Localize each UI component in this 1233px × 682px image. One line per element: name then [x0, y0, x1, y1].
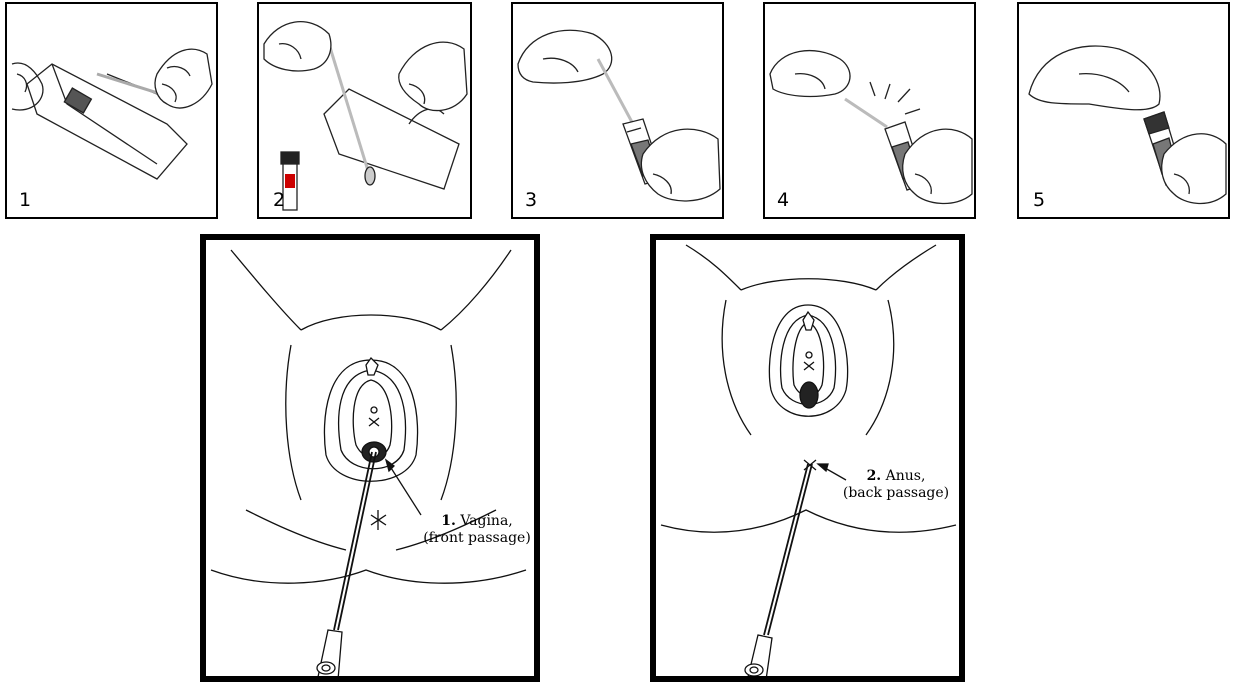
callout-label: Vagina, — [460, 513, 512, 529]
callout-sub: (front passage) — [423, 530, 531, 546]
step-number: 1 — [19, 189, 31, 211]
anus-callout: 2. Anus, (back passage) — [836, 468, 956, 502]
step-5-illustration — [1019, 4, 1228, 217]
step-number: 5 — [1033, 189, 1045, 211]
anus-swab-diagram: 2. Anus, (back passage) — [650, 234, 965, 682]
step-1-illustration — [7, 4, 216, 217]
step-3-panel: 3 — [511, 2, 724, 219]
step-number: 4 — [777, 189, 789, 211]
step-4-panel: 4 — [763, 2, 976, 219]
step-2-illustration — [259, 4, 470, 217]
step-5-panel: 5 — [1017, 2, 1230, 219]
step-2-panel: 2 — [257, 2, 472, 219]
vagina-callout: 1. Vagina, (front passage) — [418, 513, 536, 547]
callout-label: Anus, — [886, 468, 926, 484]
step-3-illustration — [513, 4, 722, 217]
callout-number: 1. — [441, 513, 456, 529]
step-number: 2 — [273, 189, 285, 211]
step-1-panel: 1 — [5, 2, 218, 219]
vagina-swab-illustration — [206, 240, 534, 676]
anus-swab-illustration — [656, 240, 959, 676]
vagina-swab-diagram: 1. Vagina, (front passage) — [200, 234, 540, 682]
step-4-illustration — [765, 4, 974, 217]
step-number: 3 — [525, 189, 537, 211]
callout-number: 2. — [867, 468, 882, 484]
callout-sub: (back passage) — [843, 485, 949, 501]
